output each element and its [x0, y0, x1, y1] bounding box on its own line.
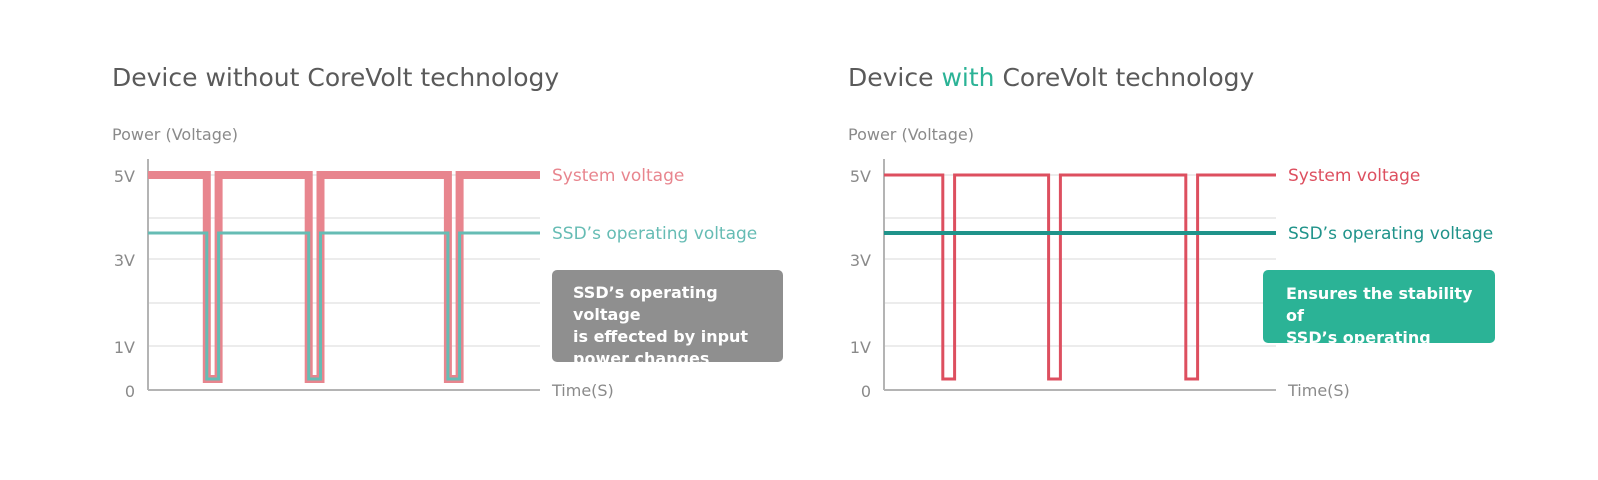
- y-tick-label: 1V: [850, 338, 871, 357]
- voltage-chart-without-corevolt: Power (Voltage) 5V 3V 1V 0 Time(S) System volt…: [112, 125, 757, 401]
- y-axis-label: Power (Voltage): [848, 125, 974, 144]
- y-tick-label: 0: [125, 382, 135, 401]
- legend-label-system-voltage: System voltage: [1288, 166, 1420, 186]
- x-axis-label: Time(S): [551, 381, 614, 400]
- y-axis-label: Power (Voltage): [112, 125, 238, 144]
- series-system-voltage-line: [884, 173, 1276, 381]
- y-tick-label: 1V: [114, 338, 135, 357]
- callout-line: SSD’s operating voltage: [1286, 328, 1431, 369]
- callout-line: is effected by input: [573, 327, 749, 346]
- chart-title: Device with CoreVolt technology: [848, 63, 1254, 92]
- callout-line: power changes: [573, 349, 710, 368]
- legend-label-system-voltage: System voltage: [552, 166, 684, 186]
- chart-panel-with-corevolt: Device with CoreVolt technology Power (V…: [736, 0, 1496, 480]
- y-tick-label: 0: [861, 382, 871, 401]
- y-tick-label: 3V: [850, 251, 871, 270]
- title-part: CoreVolt technology: [994, 63, 1255, 92]
- title-part: Device: [848, 63, 942, 92]
- legend-label-ssd-operating-voltage: SSD’s operating voltage: [1288, 224, 1493, 244]
- chart-title: Device without CoreVolt technology: [112, 63, 560, 92]
- x-axis-label: Time(S): [1287, 381, 1350, 400]
- callout-line: Ensures the stability of: [1286, 284, 1473, 325]
- callout-box: Ensures the stability of SSD’s operating…: [1263, 270, 1495, 369]
- legend-label-ssd-operating-voltage: SSD’s operating voltage: [552, 224, 757, 244]
- series-ssd-operating-voltage-line: [148, 231, 540, 381]
- voltage-chart-with-corevolt: Power (Voltage) 5V 3V 1V 0 Time(S) System volt…: [848, 125, 1493, 401]
- callout-box: SSD’s operating voltage is effected by i…: [552, 270, 783, 368]
- title-highlight: with: [941, 63, 995, 92]
- y-tick-label: 5V: [850, 167, 871, 186]
- y-tick-label: 3V: [114, 251, 135, 270]
- callout-line: SSD’s operating voltage: [573, 283, 718, 324]
- y-tick-label: 5V: [114, 167, 135, 186]
- chart-panel-without-corevolt: Device without CoreVolt technology Power…: [0, 0, 783, 480]
